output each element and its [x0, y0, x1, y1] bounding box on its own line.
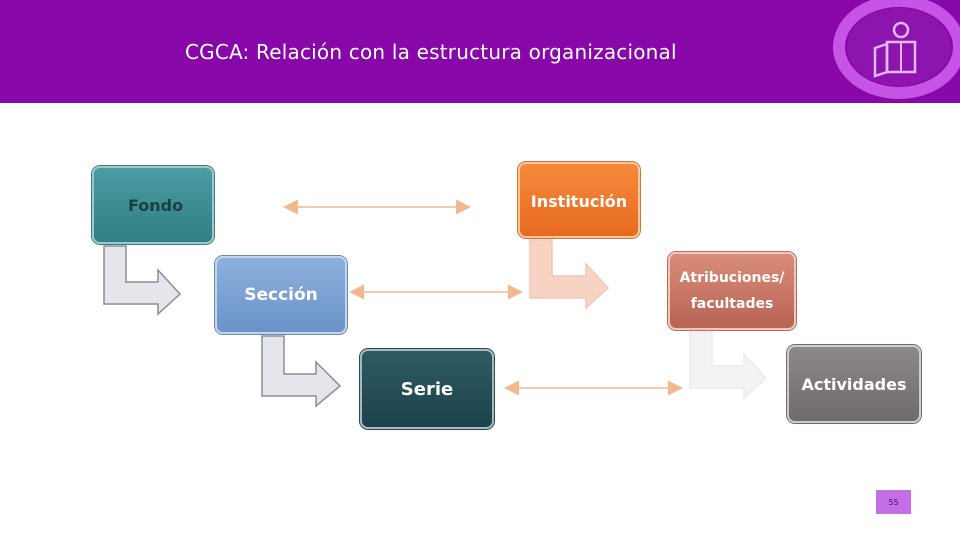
node-institucion-label: Institución: [530, 192, 628, 211]
node-seccion-label: Sección: [244, 285, 318, 305]
page-number-badge: 55: [876, 490, 911, 514]
bent-arrow-atribuciones-actividades: [689, 331, 768, 400]
node-fondo: Fondo: [92, 166, 214, 244]
bent-arrow-seccion-serie: [261, 335, 342, 408]
node-actividades-label: Actividades: [801, 374, 907, 394]
node-atribuciones: Atribuciones/ facultades: [668, 252, 796, 330]
node-actividades: Actividades: [787, 345, 921, 423]
node-serie-label: Serie: [400, 378, 454, 400]
node-atribuciones-label: Atribuciones/ facultades: [679, 270, 785, 312]
node-serie: Serie: [360, 349, 494, 429]
node-seccion: Sección: [215, 256, 347, 334]
bent-arrow-institucion-atribuciones: [529, 239, 610, 310]
logo-icon: [833, 0, 960, 99]
bent-arrow-fondo-seccion: [103, 245, 182, 316]
node-institucion: Institución: [518, 162, 640, 238]
slide-title: CGCA: Relación con la estructura organiz…: [185, 40, 677, 64]
node-fondo-label: Fondo: [128, 195, 184, 215]
header-bar: CGCA: Relación con la estructura organiz…: [0, 0, 960, 103]
